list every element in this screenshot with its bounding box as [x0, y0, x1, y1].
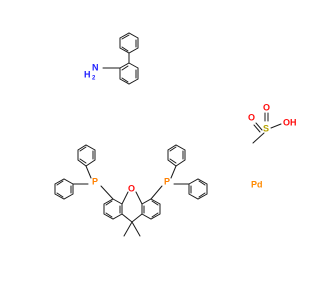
- methyl-s-bond: [252, 132, 265, 144]
- amine-nitrogen-label: N: [92, 62, 99, 72]
- phosphorus-left-label: P: [92, 176, 98, 186]
- amine-h-label: H: [84, 69, 91, 79]
- structure-canvas: N H 2 S O O OH Pd: [54, 32, 297, 237]
- s-o-double-bond-left: [255, 122, 263, 131]
- sulfonyl-oxygen-left-label: O: [248, 112, 255, 122]
- phenyl-ring-top: [119, 32, 139, 54]
- phenyl-ring-right-side: [188, 178, 208, 200]
- amine-h2-subscript: 2: [92, 76, 96, 82]
- xanthene-central-ring: [121, 191, 143, 223]
- molecule-drawing: N H 2 S O O OH Pd: [54, 32, 297, 237]
- phenyl-ring-left-side: [54, 178, 74, 200]
- methanesulfonic-acid-fragment: S O O OH: [248, 102, 297, 144]
- aniline-ring: [119, 62, 139, 85]
- gem-dimethyl: [123, 221, 141, 237]
- xanthene-left-ring: [103, 198, 123, 220]
- s-oh-bond: [270, 123, 282, 129]
- xantphos-fragment: O P P: [54, 144, 208, 237]
- phosphorus-right-label: P: [164, 176, 170, 186]
- phenyl-ring-left-upper: [77, 144, 96, 167]
- palladium-label: Pd: [251, 179, 263, 189]
- p-aryl-bond-right: [150, 185, 163, 200]
- sulfur-label: S: [263, 123, 269, 133]
- xanthene-right-ring: [141, 198, 161, 220]
- aminobiphenyl-fragment: N H 2: [84, 32, 139, 85]
- xanthene-oxygen-label: O: [128, 183, 135, 193]
- p-ph-bond-left-up: [85, 165, 92, 179]
- p-aryl-bond-left: [100, 185, 114, 200]
- sulfonyl-oxygen-top-label: O: [263, 102, 270, 112]
- p-ph-bond-right-up: [170, 165, 177, 179]
- hydroxyl-label: OH: [283, 117, 297, 127]
- phenyl-ring-right-upper: [167, 144, 186, 167]
